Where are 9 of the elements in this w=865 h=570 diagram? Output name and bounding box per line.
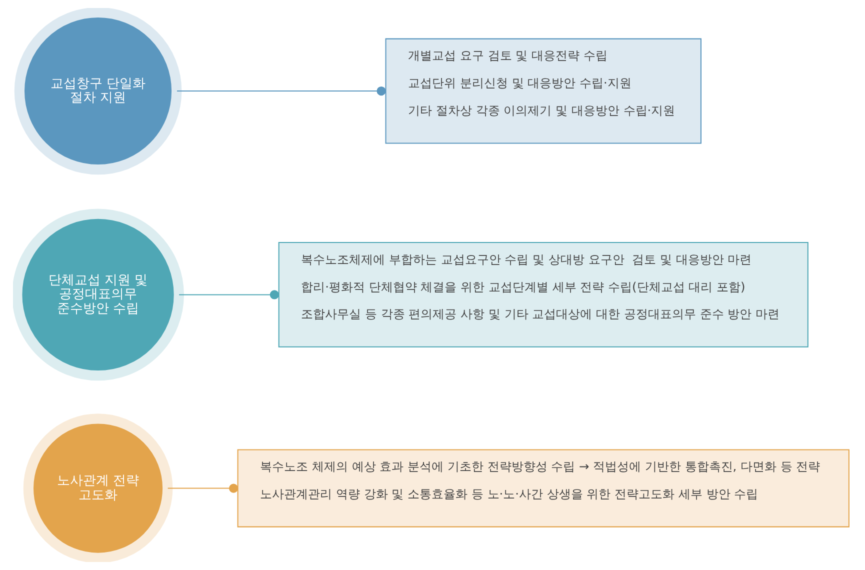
node-circle: 노사관계 전략 고도화 <box>22 414 172 562</box>
connector <box>167 484 238 493</box>
connector <box>178 290 278 300</box>
node-box: 복수노조 체제의 예상 효과 분석에 기초한 전략방향성 수립 → 적법성에 기반한 통합촉진, 다면화 등 전략 노사관계관리 역량 강화 및 소통효율화 등 노·노·사간 상생을 위한 전략고도화 세부 방안 수립 <box>236 449 849 528</box>
connector <box>176 86 386 96</box>
node-circle: 단체교섭 지원 및 공정대표의무 준수방안 수립 <box>12 208 184 381</box>
node-box: 복수노조체제에 부합하는 교섭요구안 수립 및 상대방 요구안 검토 및 대응방안 마련 합리·평화적 단체협약 체결을 위한 교섭단계별 세부 전략 수립(단체교섭 대리 포함) 조합사무실 등 각종 편의제공 사항 및 기타 교섭대상에 대한 공정대표의무 준수 방안 마련 <box>278 242 808 348</box>
node-box: 개별교섭 요구 검토 및 대응전략 수립 교섭단위 분리신청 및 대응방안 수립·지원 기타 절차상 각종 이의제기 및 대응방안 수립·지원 <box>384 38 701 144</box>
node-circle: 교섭창구 단일화 절차 지원 <box>14 8 182 175</box>
